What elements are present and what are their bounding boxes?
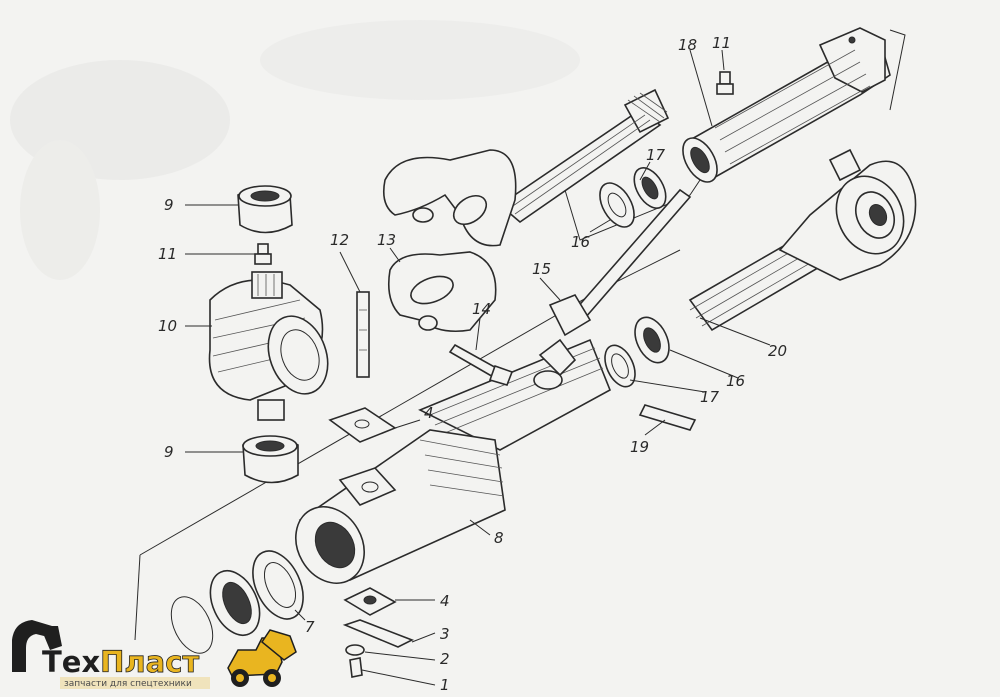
part-11-grease-nipple-left: [254, 243, 272, 265]
label-14: 14: [472, 300, 491, 318]
part-18-splined-tube: [682, 27, 891, 183]
logo-name-part2: Пласт: [100, 645, 199, 679]
paper-texture: [10, 20, 580, 280]
loader-icon: [227, 629, 297, 687]
label-7: 7: [305, 618, 315, 636]
label-10: 10: [158, 317, 177, 335]
label-11-left: 11: [158, 245, 177, 263]
label-9-bottom: 9: [164, 443, 174, 461]
part-15-connecting-rod: [548, 188, 692, 337]
part-14-bolt: [448, 343, 514, 386]
part-snap-ring: [170, 596, 214, 654]
part-10-cross-body: [208, 271, 329, 421]
part-13-lower-yoke: [387, 251, 497, 333]
label-18: 18: [678, 36, 697, 54]
part-8-main-housing: [295, 338, 612, 584]
label-11-top: 11: [712, 34, 731, 52]
part-12-pin: [356, 291, 370, 378]
label-9-top: 9: [164, 196, 174, 214]
label-8: 8: [494, 529, 504, 547]
label-17-upper: 17: [646, 146, 666, 164]
label-16-lower: 16: [726, 372, 745, 390]
part-2-washer: [345, 644, 365, 656]
part-11-grease-nipple-top: [716, 71, 734, 95]
part-13-upper-yoke-shaft: [382, 88, 670, 247]
part-17-ring-lower: [604, 344, 636, 388]
excavator-arm-icon: [12, 620, 62, 672]
label-3: 3: [440, 625, 450, 643]
label-16-upper: 16: [571, 233, 590, 251]
label-4-upper: 4: [424, 404, 434, 422]
part-16-ring-lower: [634, 316, 670, 364]
logo-name-part1: Тех: [42, 645, 100, 679]
label-12: 12: [330, 231, 349, 249]
part-1-screw: [349, 657, 363, 678]
label-4-lower: 4: [440, 592, 450, 610]
part-4-plate-lower: [343, 587, 397, 616]
part-labels: 9 11 10 9 12 13 14 4 15 18 11 17 16 20 1…: [158, 34, 787, 694]
label-1: 1: [440, 676, 450, 694]
label-2: 2: [440, 650, 450, 668]
logo: ТехПласт запчасти для спецтехники: [12, 620, 297, 689]
label-19: 19: [630, 438, 649, 456]
part-3-lock-plate: [342, 619, 414, 648]
part-bearing-ring-bottom: [209, 570, 261, 636]
part-9-bearing-bottom: [242, 435, 299, 484]
label-13: 13: [377, 231, 396, 249]
part-19-pin: [638, 404, 697, 431]
leader-lines: [185, 49, 771, 686]
label-20: 20: [768, 342, 787, 360]
part-9-bearing-top: [237, 185, 293, 234]
label-15: 15: [532, 260, 551, 278]
part-17-bearing-upper: [633, 167, 667, 209]
label-17-lower: 17: [700, 388, 720, 406]
logo-tagline: запчасти для спецтехники: [64, 679, 192, 689]
part-20-socket-shaft: [688, 148, 917, 332]
part-16-bearing-upper: [599, 182, 635, 228]
part-7-seal-ring: [252, 550, 304, 620]
logo-name: ТехПласт: [42, 645, 199, 679]
